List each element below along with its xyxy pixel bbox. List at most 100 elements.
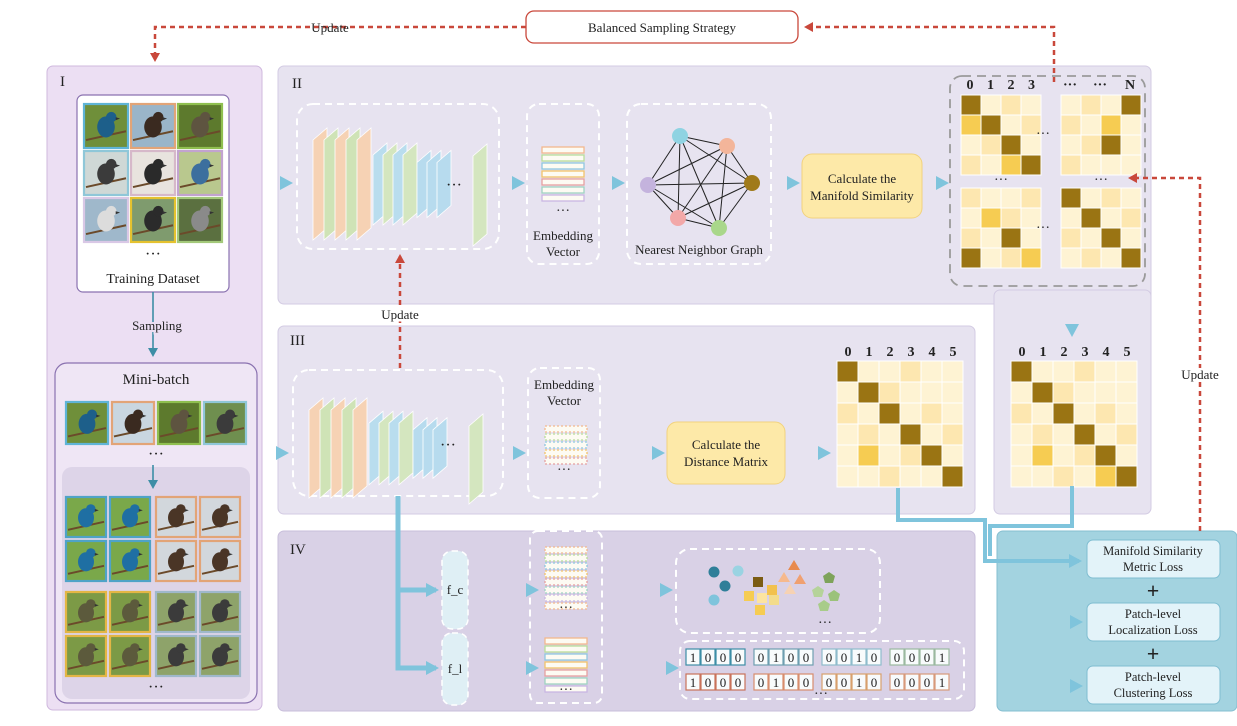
roman-iii: III	[290, 333, 305, 349]
onehot-row2-digit: 0	[735, 675, 742, 690]
bird-beak	[209, 211, 215, 215]
matrix-cell	[878, 402, 901, 425]
clustering-loss-box	[1086, 665, 1221, 705]
matrix-cell	[1060, 154, 1082, 176]
cluster-square	[769, 595, 779, 605]
matrix-cell	[1115, 360, 1138, 383]
training-image	[82, 149, 130, 197]
balanced-sampling-label: Balanced Sampling Strategy	[588, 20, 737, 35]
training-dataset-label: Training Dataset	[106, 272, 199, 287]
bird-head	[153, 158, 164, 170]
calc-distance-line2: Distance Matrix	[684, 454, 769, 469]
patch-image	[64, 539, 108, 583]
onehot-row1-cell	[768, 648, 784, 666]
patch-image	[108, 495, 152, 539]
onehot-row1-digit: 1	[690, 650, 697, 665]
matrix-cell	[857, 360, 880, 383]
cluster-box	[675, 548, 881, 634]
onehot-row1-cell	[904, 648, 920, 666]
bird-head	[87, 409, 98, 420]
matrix-cell	[1020, 187, 1042, 209]
bird-beak	[94, 553, 99, 556]
minibatch-image	[64, 400, 110, 446]
bird-head	[153, 205, 164, 217]
onehot-row1-cell	[889, 648, 905, 666]
bird-beak	[94, 604, 99, 607]
matrix-cell	[980, 247, 1002, 269]
distance-matrix-header: 3	[908, 345, 915, 360]
graph-edge	[647, 182, 753, 186]
onehot-row2-digit: 1	[939, 675, 946, 690]
distance-matrix-header: 0	[845, 345, 852, 360]
right-matrix-header: 0	[1019, 345, 1026, 360]
matrix-cell	[857, 423, 880, 446]
onehot-row2-cell	[768, 673, 784, 691]
embedding-bar	[541, 170, 585, 178]
localization-loss-line1: Patch-level	[1125, 607, 1182, 621]
network-layer	[436, 149, 452, 219]
onehot-row1-digit: 0	[735, 650, 742, 665]
embedding-ellipsis-iii: ···	[557, 463, 571, 478]
onehot-row1-cell	[836, 648, 852, 666]
bird-beak	[228, 648, 233, 651]
training-image	[176, 196, 224, 244]
backbone-network-iii	[308, 397, 484, 505]
photo-frame	[64, 400, 110, 446]
embedding-label-iii-1: Embedding	[534, 377, 594, 392]
matrix-cell	[920, 402, 943, 425]
matrix-cell	[960, 114, 982, 136]
bird-beak	[184, 509, 189, 512]
bird-head	[220, 504, 230, 514]
bird-beak	[142, 414, 147, 418]
matrix-cell	[1073, 465, 1096, 488]
onehot-row1-digit: 0	[788, 650, 795, 665]
patch-image	[108, 634, 152, 678]
backbone-network-ii	[312, 127, 488, 247]
graph-node	[744, 175, 760, 191]
matrix-cell	[857, 444, 880, 467]
nearest-neighbor-graph	[640, 128, 760, 236]
bird-head	[130, 643, 140, 653]
matrix-cell	[920, 360, 943, 383]
update-label-right: Update	[1181, 367, 1219, 382]
matrix-cell	[836, 444, 859, 467]
right-matrix-header: 5	[1124, 345, 1131, 360]
bird-beak	[115, 164, 121, 168]
cluster-ellipsis: ···	[818, 616, 832, 631]
update-label-middle: Update	[381, 307, 419, 322]
bird-beak	[96, 414, 101, 418]
embedding-bar	[544, 661, 588, 669]
training-ellipsis: ···	[145, 246, 161, 263]
big-matrix-header: 2	[1008, 78, 1015, 93]
matrix-cell	[1073, 402, 1096, 425]
cluster-shapes	[708, 560, 840, 615]
calc-manifold-box	[801, 153, 923, 219]
big-matrix-header: 1	[987, 78, 994, 93]
cluster-pentagon	[812, 586, 824, 597]
graph-edge	[679, 135, 720, 229]
matrix-cell	[1060, 247, 1082, 269]
cluster-triangle	[788, 560, 800, 570]
matrix-cell	[899, 402, 922, 425]
matrix-cell	[960, 207, 982, 229]
matrix-cell	[878, 444, 901, 467]
matrix-cell	[1120, 207, 1142, 229]
embedding-bar	[544, 570, 588, 578]
cluster-pentagon	[818, 600, 830, 611]
bird-head	[200, 111, 211, 123]
matrix-cell	[1080, 94, 1102, 116]
bird-head	[106, 205, 117, 217]
graph-edge	[647, 135, 681, 186]
minibatch-image	[202, 400, 248, 446]
embedding-bar	[544, 645, 588, 653]
cluster-circle	[719, 580, 731, 592]
matrix-cell	[1052, 360, 1075, 383]
matrix-cell	[1000, 247, 1022, 269]
matrix-cell	[899, 465, 922, 488]
big-matrix-header: 0	[967, 78, 974, 93]
matrix-cell	[1000, 187, 1022, 209]
matrix-cell	[1094, 423, 1117, 446]
matrix-cell	[1031, 402, 1054, 425]
cluster-circle	[708, 566, 720, 578]
